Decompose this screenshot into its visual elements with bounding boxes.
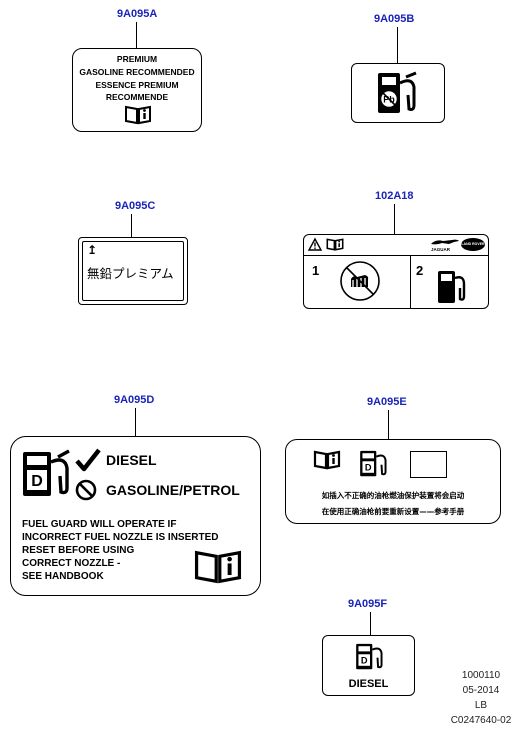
no-refuel-hand-icon (340, 261, 380, 301)
step-1-number: 1 (312, 263, 320, 278)
part-number-9a095b: 9A095B (374, 13, 415, 25)
check-mark-icon (75, 448, 101, 472)
warning-line-2: INCORRECT FUEL NOZZLE IS INSERTED (22, 532, 219, 543)
unleaded-arrow-icon: ↥ (87, 243, 98, 257)
warning-line-5: SEE HANDBOOK (22, 571, 104, 582)
label-c-text: 無鉛プレミアム (87, 266, 174, 281)
handbook-info-icon (125, 105, 151, 125)
diesel-fuel-pump-icon: D (23, 449, 70, 496)
label-diesel: D DIESEL (322, 635, 415, 696)
warning-line-3: RESET BEFORE USING (22, 545, 135, 556)
reference-line-1: 1000110 (461, 670, 501, 681)
part-number-9a095e: 9A095E (367, 396, 407, 408)
fuel-pump-icon (438, 271, 466, 303)
handbook-info-icon (194, 550, 242, 584)
svg-text:D: D (31, 473, 43, 490)
label-a-line-1: PREMIUM (116, 54, 158, 64)
label-chinese-fuel-guard: D 如插入不正确的油枪燃油保护装置将会启动 在使用正确油枪前要重新设置——参考手… (285, 439, 501, 524)
reference-line-4: C0247640-02 (450, 715, 512, 726)
leader-line-9a095e (388, 410, 389, 440)
diesel-fuel-pump-icon: D (360, 450, 387, 477)
warning-triangle-icon (307, 237, 323, 251)
part-number-9a095f: 9A095F (348, 598, 388, 610)
warning-line-4: CORRECT NOZZLE - (22, 558, 121, 569)
land-rover-badge-text: LAND ROVER (461, 242, 485, 246)
part-number-9a095c: 9A095C (115, 200, 156, 212)
prohibited-icon (75, 479, 97, 501)
handbook-info-icon (313, 450, 341, 470)
diesel-text: DIESEL (348, 678, 389, 690)
label-japanese-premium: ↥ 無鉛プレミアム (78, 237, 188, 305)
step-2-number: 2 (416, 263, 424, 278)
label-premium-gasoline: PREMIUM GASOLINE RECOMMENDED ESSENCE PRE… (72, 48, 202, 132)
leader-line-9a095f (370, 612, 371, 636)
label-a-line-3: ESSENCE PREMIUM (95, 80, 179, 90)
label-diesel-fuel-guard: D DIESEL GASOLINE/PETROL FUEL GUARD WILL… (10, 436, 261, 596)
jaguar-leaper-icon (431, 239, 459, 245)
label-no-gasoline: Pb (351, 63, 445, 123)
leader-line-9a095a (136, 22, 137, 49)
svg-text:D: D (365, 463, 372, 473)
gasoline-petrol-text: GASOLINE/PETROL (106, 482, 240, 498)
drawing-reference-block: 1000110 05-2014 LB C0247640-02 (446, 670, 516, 730)
part-number-9a095a: 9A095A (117, 8, 158, 20)
leader-line-9a095d (135, 408, 136, 437)
leader-line-9a095b (397, 27, 398, 64)
land-rover-badge: LAND ROVER (461, 238, 485, 251)
svg-text:D: D (361, 656, 368, 666)
label-a-line-2: GASOLINE RECOMMENDED (79, 67, 195, 77)
leader-line-102a18 (394, 204, 395, 235)
diesel-text: DIESEL (106, 452, 157, 468)
part-number-102a18: 102A18 (375, 190, 414, 202)
chinese-warning-line-2: 在使用正确油枪前要重新设置——参考手册 (321, 507, 465, 516)
warning-line-1: FUEL GUARD WILL OPERATE IF (22, 519, 177, 530)
handbook-info-icon (326, 238, 344, 251)
no-gasoline-icon: Pb (378, 71, 417, 113)
chinese-warning-line-1: 如插入不正确的油枪燃油保护装置将会启动 (321, 491, 465, 500)
label-misfuel-instructions: JAGUAR LAND ROVER 1 2 (303, 234, 489, 309)
reference-line-3: LB (474, 700, 488, 711)
jaguar-wordmark: JAGUAR (431, 247, 451, 252)
blank-fuel-type-box (410, 451, 447, 478)
label-a-line-4: RECOMMENDE (105, 92, 169, 102)
diesel-fuel-pump-icon: D (356, 643, 383, 670)
part-number-9a095d: 9A095D (114, 394, 155, 406)
leader-line-9a095c (131, 214, 132, 238)
reference-line-2: 05-2014 (462, 685, 500, 696)
